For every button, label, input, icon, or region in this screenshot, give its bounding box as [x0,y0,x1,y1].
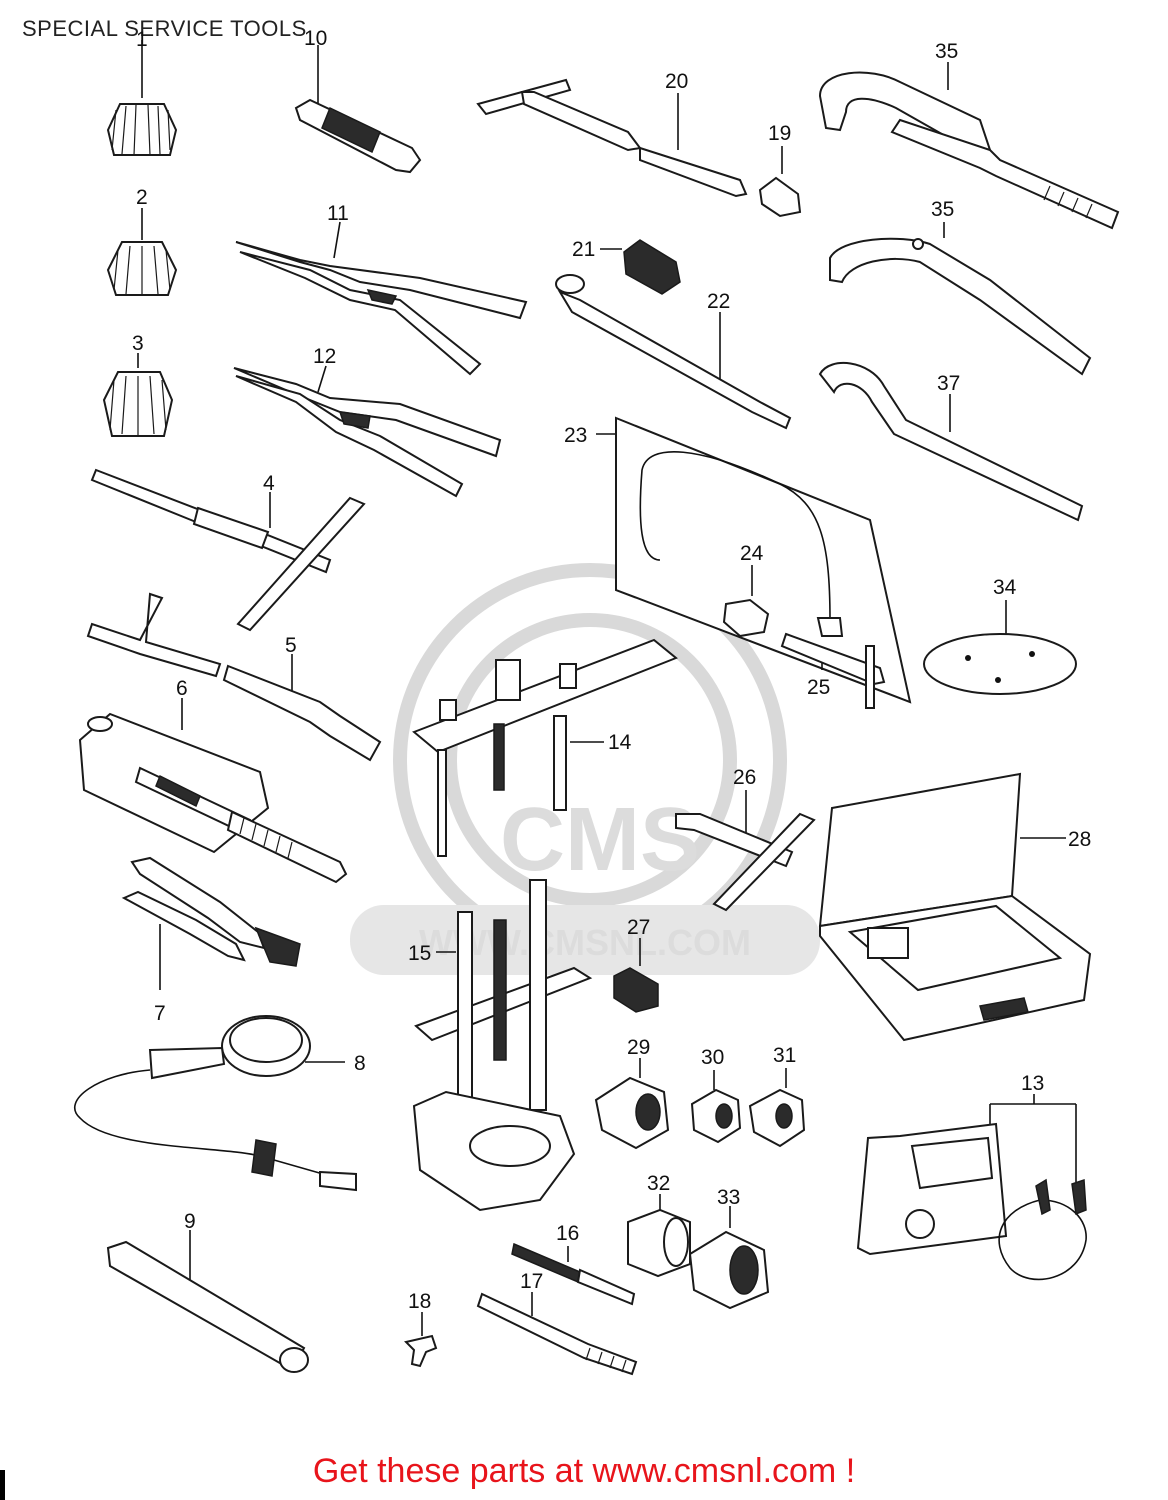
tool-14-bearing-puller [412,638,678,857]
tool-31-driver-attachment [748,1068,806,1148]
tool-7-cutter-pliers [121,856,301,990]
callout-22: 22 [707,290,730,313]
tool-34-plate [923,600,1077,695]
edge-mark [0,1470,5,1500]
callout-13: 13 [1021,1072,1044,1095]
callout-16: 16 [556,1222,579,1245]
callout-20: 20 [665,70,688,93]
callout-35-bottom: 35 [931,198,954,221]
callout-5: 5 [285,634,297,657]
tool-23-pin-board [596,416,912,704]
tool-10-driver-handle [294,45,422,174]
tool-11-snap-ring-pliers [235,221,528,376]
callout-31: 31 [773,1044,796,1067]
watermark-cms-text: CMS [500,790,700,890]
callout-21: 21 [572,238,595,261]
callout-14: 14 [608,731,632,754]
tool-21-attachment [600,239,681,295]
tool-9-driver-tube [106,1230,309,1373]
tool-27-attachment [613,938,659,1013]
callout-15: 15 [408,942,431,965]
callout-2: 2 [136,186,148,209]
tool-28-tester-case [818,772,1092,1042]
tool-2-bearing-driver [106,208,178,296]
tool-20-t-handle-extension [476,78,748,198]
callout-3: 3 [132,332,144,355]
callout-26: 26 [733,766,756,789]
callout-11: 11 [327,202,349,225]
tool-12-snap-ring-pliers [233,365,502,498]
callout-30: 30 [701,1046,724,1069]
tool-33-driver-attachment [688,1206,770,1310]
callout-7: 7 [154,1002,166,1025]
callout-25: 25 [807,676,830,699]
watermark-url-text: WWW.CMSNL.COM [419,922,751,963]
tool-4-t-handle-wrench [90,468,366,632]
callout-37: 37 [937,372,960,395]
tool-15-bearing-installer [412,879,593,1212]
tool-35-valve-spring-compressor [818,62,1120,230]
tool-5-t-socket-wrench [86,592,382,762]
callout-34: 34 [993,576,1017,599]
tool-17-valve-guide-driver [476,1292,638,1376]
tool-24-holder [722,565,770,638]
tool-3-bearing-driver [102,353,174,437]
tool-26-t-handle-driver [675,790,816,912]
callout-17: 17 [520,1270,543,1293]
tool-37-pin-spanner [818,361,1084,522]
footer-promo-link[interactable]: Get these parts at www.cmsnl.com ! [312,1452,856,1490]
callout-4: 4 [263,472,275,495]
tool-29-driver-attachment [594,1058,670,1150]
tool-32-driver-attachment [627,1194,691,1278]
tool-19-adapter [758,146,802,218]
tool-22-shaft [555,274,792,430]
tool-35-hook-spanner [829,222,1092,376]
callout-33: 33 [717,1186,740,1209]
tool-13-multimeter [856,1094,1087,1281]
callout-1: 1 [136,28,148,51]
callout-35-top: 35 [935,40,958,63]
tool-16-reamer [511,1242,636,1306]
footer-promo[interactable]: Get these parts at www.cmsnl.com ! [0,1452,1168,1491]
tool-8-compression-gauge [73,1015,357,1192]
callout-9: 9 [184,1210,196,1233]
callout-23: 23 [564,424,587,447]
callout-10: 10 [304,27,327,50]
tool-25-remover [780,632,886,709]
callout-24: 24 [740,542,764,565]
callout-32: 32 [647,1172,670,1195]
callout-12: 12 [313,345,336,368]
callout-8: 8 [354,1052,366,1075]
tool-6-puller-frame [78,698,348,884]
callout-19: 19 [768,122,791,145]
tool-1-bearing-driver [106,40,178,156]
callout-29: 29 [627,1036,650,1059]
tool-18-pin [404,1312,438,1368]
page-title: SPECIAL SERVICE TOOLS [22,16,307,41]
callout-27: 27 [627,916,650,939]
callout-18: 18 [408,1290,431,1313]
callout-6: 6 [176,677,188,700]
callout-28: 28 [1068,828,1091,851]
tool-30-driver-attachment [690,1070,742,1144]
